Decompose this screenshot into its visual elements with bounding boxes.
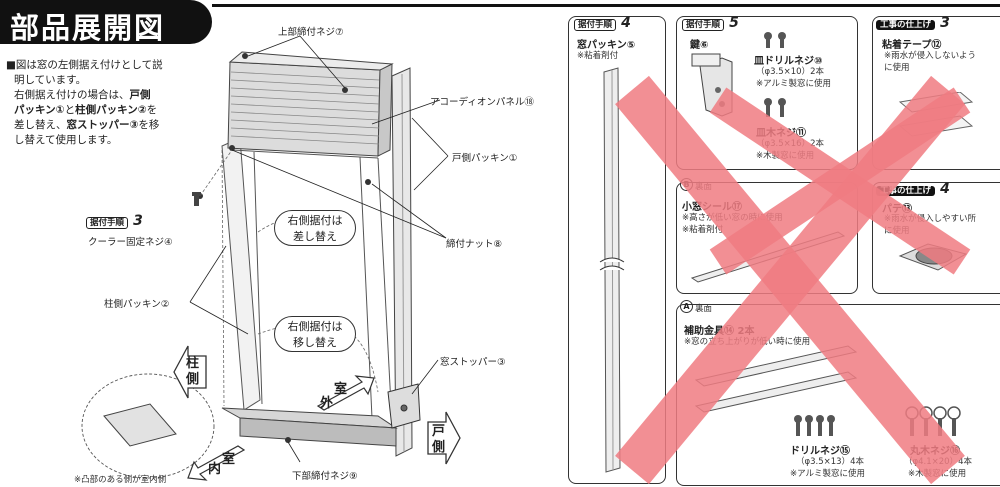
step3-left: 据付手順 3	[86, 210, 143, 230]
label-accordion-panel: アコーディオンパネル⑱	[430, 97, 534, 108]
label-cooler-screw: クーラー固定ネジ④	[88, 237, 173, 248]
tape-strips	[898, 92, 974, 137]
step4-num: 4	[621, 15, 631, 31]
label-window-stopper: 窓ストッパー③	[440, 357, 506, 368]
title-rule	[212, 4, 1000, 7]
window-frame	[231, 149, 393, 425]
label-lock: 鍵⑥	[690, 40, 709, 51]
door-side-label: 戸 側	[432, 424, 446, 455]
label-fastening-nut: 締付ナット⑧	[446, 239, 503, 250]
label-door-packing: 戸側パッキン①	[452, 153, 518, 164]
part-a-back: 裏面	[695, 304, 713, 314]
drill-screw-set-icon	[794, 415, 835, 436]
indoor-arrow-icon	[187, 445, 246, 481]
note-line-4: パッキン①と柱側パッキン②を	[14, 104, 158, 116]
note-line-1: ■図は窓の左側据え付けとして説	[6, 59, 163, 71]
pillar-side-label: 柱 側	[186, 356, 200, 387]
window-packing-strip	[599, 67, 625, 473]
label-bottom-note: ※凸部のある側が室内側	[74, 475, 167, 485]
label-putty-note-2: に使用	[884, 226, 910, 236]
accordion-panel-shape	[227, 51, 394, 157]
step5-num: 5	[729, 15, 739, 31]
window-stopper-shape	[387, 383, 421, 429]
label-tape-note-2: に使用	[884, 63, 910, 73]
label-drill-size-a: （φ3.5×13）4本	[796, 457, 864, 467]
installation-note: ■図は窓の左側据え付けとして説 明しています。 右側据え付けの場合は、戸側 パッ…	[6, 58, 206, 148]
label-wood-note: ※木製窓に使用	[756, 151, 815, 161]
accordion-slats	[230, 71, 380, 145]
finish4-header: 工事の仕上げ 4	[876, 178, 950, 198]
outdoor-label-2: 外	[320, 396, 334, 411]
label-drill-note: ※アルミ製窓に使用	[756, 79, 832, 89]
label-tape-note-1: ※雨水が侵入しないよう	[884, 51, 976, 61]
step3-left-num: 3	[133, 213, 143, 229]
part-a-letter: A	[680, 300, 693, 313]
leader-lines	[189, 35, 449, 463]
note-line-6: し替えて使用します。	[14, 134, 118, 146]
label-round-wood-note: ※木製窓に使用	[908, 469, 967, 479]
label-adhesive-tape: 粘着テープ⑫	[882, 40, 942, 51]
callout-right-move: 右側据付は 移し替え	[274, 316, 356, 352]
pillar-side-arrow-icon	[173, 345, 207, 399]
callout-right-swap: 右側据付は 差し替え	[274, 210, 356, 246]
wood-screw-icons	[764, 98, 786, 117]
step4-tag: 据付手順	[574, 19, 617, 31]
part-b-letter: B	[680, 178, 693, 191]
frame-left-rail	[221, 137, 261, 411]
note-line-5: 差し替え、窓ストッパー③を移	[14, 119, 160, 131]
wood-screw-set-icon	[905, 406, 961, 436]
step5-tag: 据付手順	[682, 19, 725, 31]
label-pillar-packing: 柱側パッキン②	[104, 299, 170, 310]
indoor-label-2: 室	[222, 452, 236, 467]
page-title: 部品展開図	[10, 11, 166, 45]
label-round-wood-size: （φ4.1×20）4本	[904, 457, 972, 467]
screw-icon-left	[192, 192, 201, 206]
inset-ellipse	[81, 373, 215, 479]
part-b-back: 裏面	[695, 182, 713, 192]
label-wood-size: （φ3.5×16）2本	[756, 139, 824, 149]
finish3-tag: 工事の仕上げ	[876, 20, 936, 30]
label-window-packing-note: ※粘着剤付	[577, 51, 619, 61]
putty-package	[898, 243, 968, 271]
outdoor-arrow-icon	[316, 375, 375, 411]
lock-part-icon	[691, 53, 733, 117]
note-line-3: 右側据え付けの場合は、戸側	[14, 89, 151, 101]
title-tab	[0, 0, 212, 44]
label-window-packing: 窓パッキン⑤	[577, 40, 636, 51]
title-bar: 部品展開図	[0, 0, 1000, 46]
label-lower-screw: 下部締付ネジ⑨	[292, 471, 358, 482]
note-line-2: 明しています。	[14, 74, 87, 86]
seal-strip	[690, 231, 846, 283]
finish3-num: 3	[940, 15, 950, 31]
label-putty-note-1: ※雨水が侵入しやすい所	[884, 214, 977, 224]
outdoor-label-1: 室	[334, 382, 348, 397]
bracket-bars	[694, 345, 858, 413]
base-tray	[221, 407, 398, 447]
label-drill-screw: 皿ドリルネジ⑩	[754, 56, 823, 67]
step5-header: 据付手順 5	[682, 12, 739, 32]
label-drill-size: （φ3.5×10）2本	[756, 67, 824, 77]
finish4-num: 4	[940, 181, 950, 197]
label-upper-screw: 上部締付ネジ⑦	[278, 27, 344, 38]
label-drill-note-a: ※アルミ製窓に使用	[790, 469, 866, 479]
indoor-label-1: 内	[208, 462, 222, 477]
door-side-arrow-icon	[427, 411, 461, 465]
finish4-tag: 工事の仕上げ	[876, 186, 936, 196]
step4-header: 据付手順 4	[574, 12, 631, 32]
finish4-panel	[872, 182, 1000, 294]
label-seal-note-1: ※高さが低い窓の時に使用	[682, 213, 783, 223]
assembly-drawing	[81, 35, 449, 479]
drill-screw-icons	[764, 32, 786, 48]
inset-part	[103, 403, 177, 447]
step3-left-tag: 据付手順	[86, 217, 129, 229]
finish3-header: 工事の仕上げ 3	[876, 12, 950, 32]
